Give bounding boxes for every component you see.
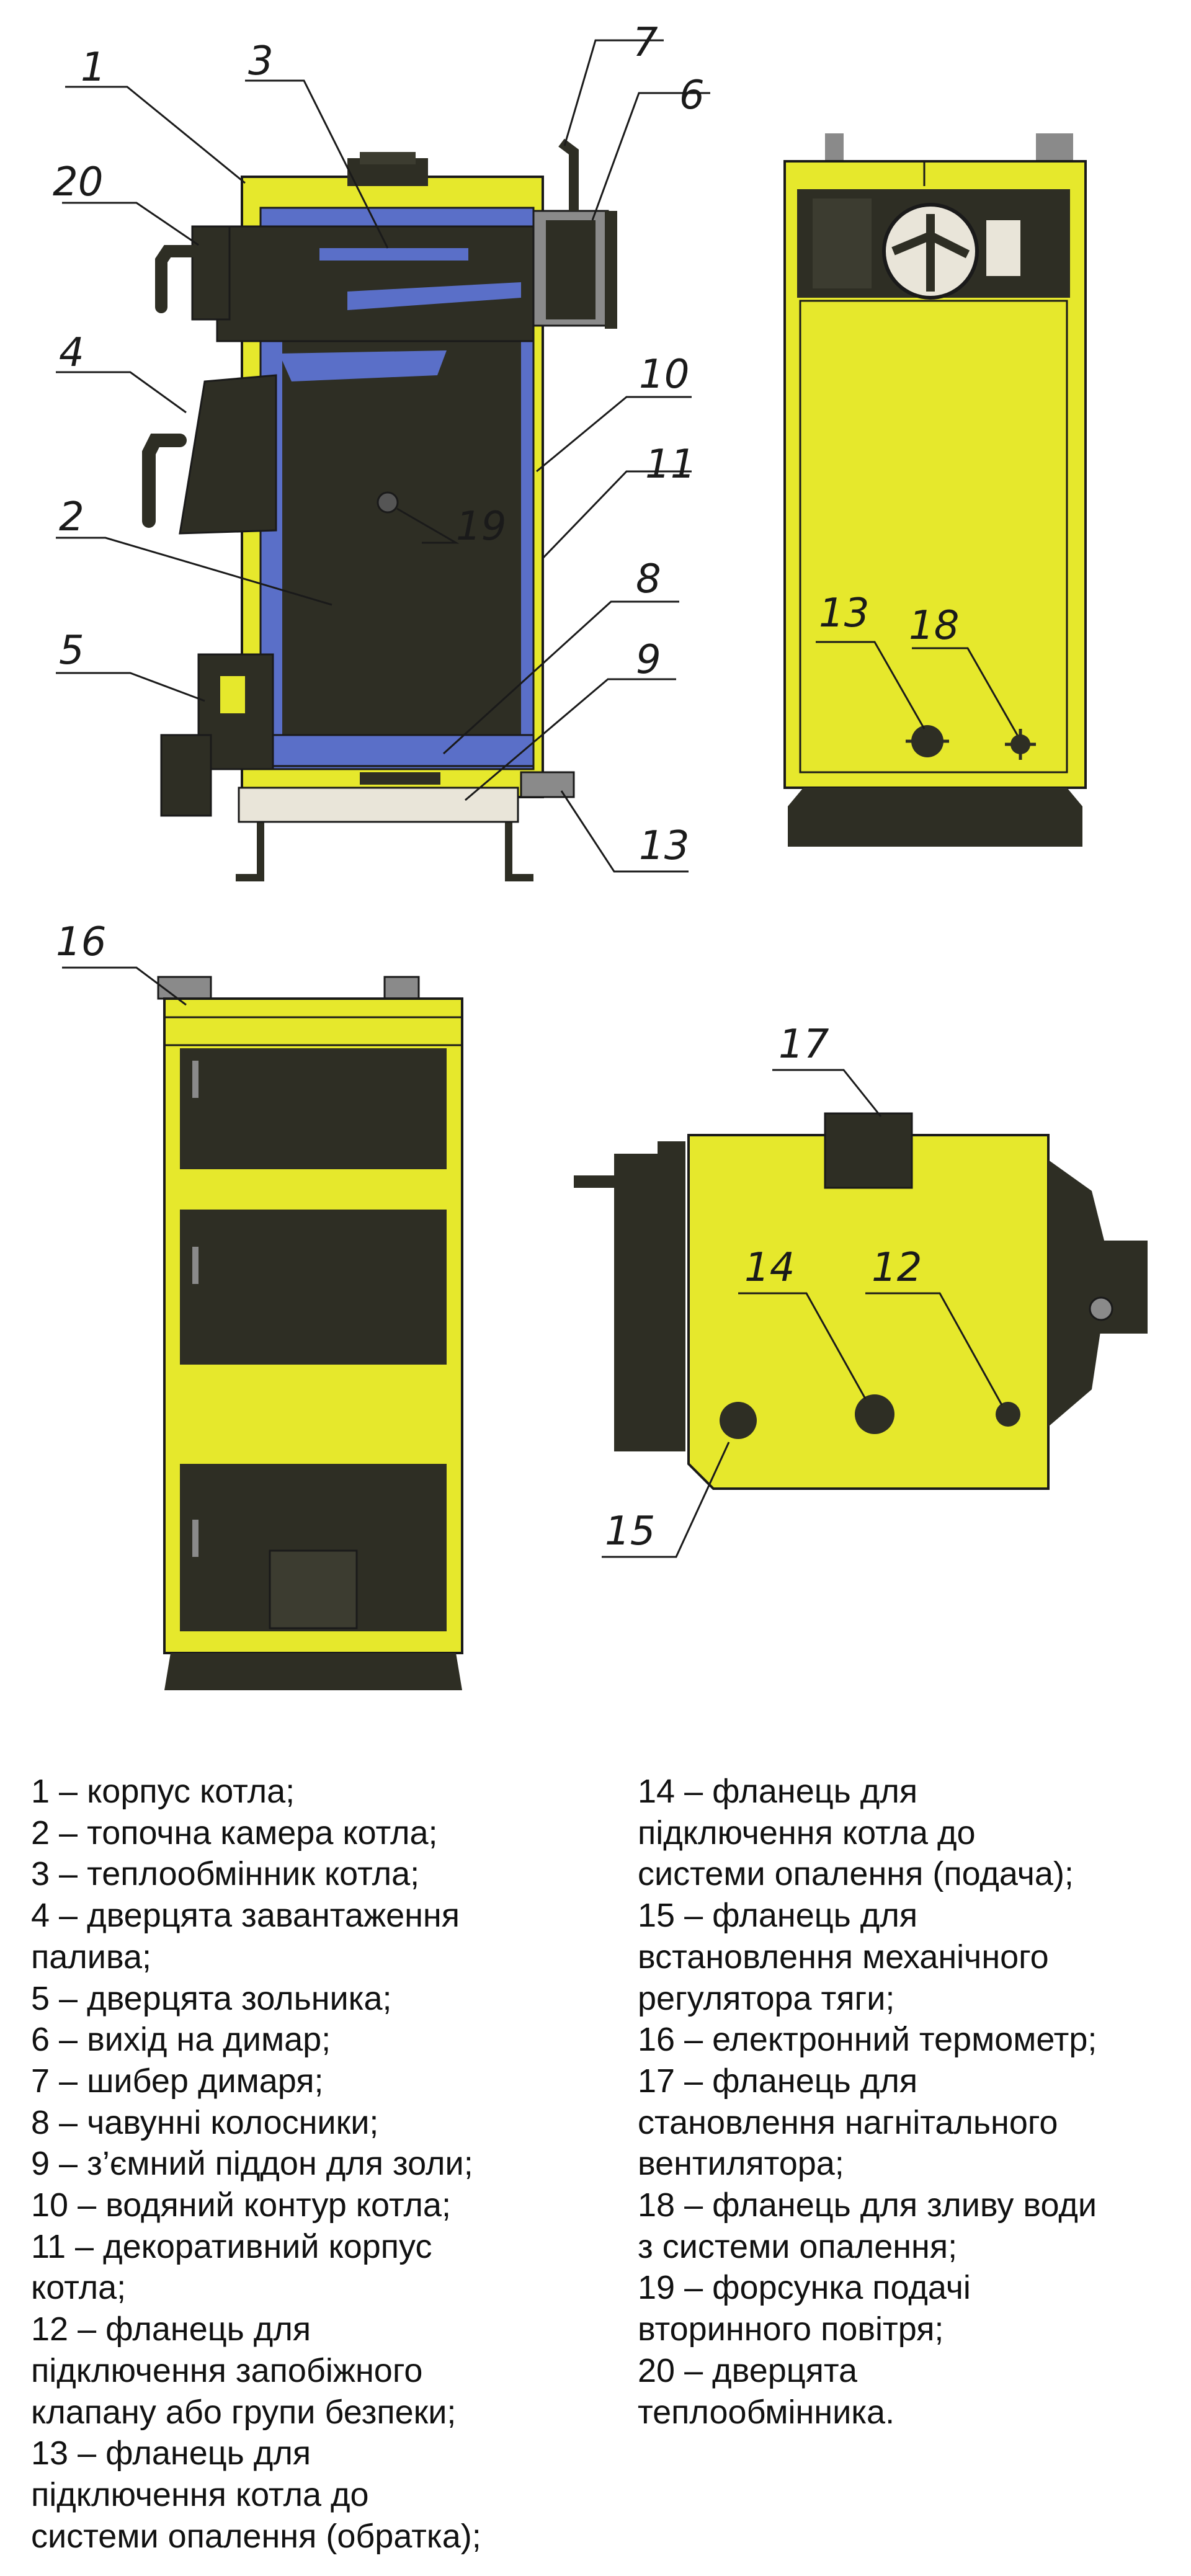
legend-line: підключення запобіжного [31,2351,423,2389]
callout-18: 18 [909,603,959,649]
legend-line: 7 – шибер димаря; [31,2062,324,2100]
front-view: 16 [56,919,463,1690]
top-view: 17 14 12 15 [574,1022,1148,1558]
callout-11: 11 [645,442,695,488]
callout-3: 3 [248,38,274,84]
callout-16: 16 [56,919,106,965]
legend-line: становлення нагнітального [638,2103,1058,2141]
callout-5: 5 [59,628,84,674]
legend-line: 18 – фланець для зливу води [638,2186,1097,2224]
legend-line: 13 – фланець для [31,2435,311,2472]
callout-15: 15 [605,1509,655,1554]
legend-line: вторинного повітря; [638,2311,944,2348]
legend-line: 9 – з’ємний піддон для золи; [31,2145,473,2183]
boiler-technical-drawing: 1 20 4 2 5 3 7 6 10 11 8 9 13 19 [53,20,1148,1690]
legend-line: 19 – форсунка подачі [638,2269,971,2307]
legend-line: 15 – фланець для [638,1897,918,1935]
legend-line: 8 – чавунні колосники; [31,2103,379,2141]
legend-line: підключення котла до [638,1814,976,1852]
callout-1: 1 [81,45,106,91]
legend-line: підключення котла до [31,2476,369,2513]
legend-line: теплообмінника. [638,2393,895,2431]
callout-14: 14 [744,1245,795,1291]
legend-line: 10 – водяний контур котла; [31,2186,451,2224]
legend-line: системи опалення (обратка); [31,2517,481,2555]
legend-line: палива; [31,1938,152,1976]
legend-line: 1 – корпус котла; [31,1773,295,1810]
callout-19: 19 [456,504,506,550]
legend-right-column: 14 – фланець для підключення котла до си… [638,1771,1184,2433]
back-view: 13 18 [783,133,1087,847]
legend-line: вентилятора; [638,2145,844,2183]
callout-8: 8 [636,556,661,602]
legend-line: 2 – топочна камера котла; [31,1814,438,1852]
callout-6: 6 [679,73,705,118]
legend-line: 6 – вихід на димар; [31,2021,331,2059]
legend-line: встановлення механічного [638,1938,1049,1976]
legend-line: регулятора тяги; [638,1979,895,2017]
callout-12: 12 [872,1245,922,1291]
legend-line: 12 – фланець для [31,2311,311,2348]
legend-line: 17 – фланець для [638,2062,918,2100]
legend-line: 3 – теплообмінник котла; [31,1855,420,1893]
legend-line: 11 – декоративний корпус [31,2227,432,2265]
legend-line: з системи опалення; [638,2227,958,2265]
legend-line: 5 – дверцята зольника; [31,1979,392,2017]
legend-line: 20 – дверцята [638,2351,858,2389]
callout-13-back: 13 [819,591,869,636]
callout-2: 2 [59,494,84,540]
legend-line: 4 – дверцята завантаження [31,1897,460,1935]
legend-line: котла; [31,2269,127,2307]
side-section-view: 1 20 4 2 5 3 7 6 10 11 8 9 13 19 [53,20,710,881]
callout-9: 9 [636,637,661,683]
callout-13-side: 13 [639,823,689,869]
legend-line: системи опалення (подача); [638,1855,1074,1893]
callout-4: 4 [59,330,84,376]
callout-10: 10 [639,352,689,398]
legend-line: клапану або групи безпеки; [31,2393,457,2431]
callout-17: 17 [778,1022,829,1067]
callout-20: 20 [53,159,103,205]
callout-7: 7 [633,20,658,66]
legend-line: 14 – фланець для [638,1773,918,1810]
legend-line: 16 – електронний термометр; [638,2021,1097,2059]
legend-left-column: 1 – корпус котла; 2 – топочна камера кот… [31,1771,627,2557]
